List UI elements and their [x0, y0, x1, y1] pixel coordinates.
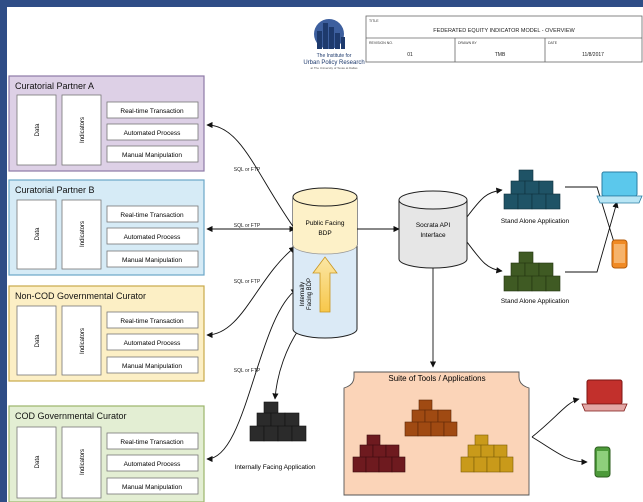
connector-label: SQL or FTP	[234, 167, 261, 173]
curator-partner-b: Curatorial Partner B Data Indicators Rea…	[8, 179, 205, 276]
logo-line2: Urban Policy Research	[303, 60, 364, 66]
title-block: TITLE FEDERATED EQUITY INDICATOR MODEL -…	[365, 15, 643, 63]
data-label: Data	[35, 334, 41, 347]
connector-partner-a	[206, 121, 298, 233]
drawn-value: TMB	[495, 52, 506, 58]
connector-socrata-stand1	[466, 187, 503, 218]
process-automated: Automated Process	[124, 234, 181, 241]
connector-suite-phone	[531, 436, 588, 466]
public-db-line1: Public Facing	[305, 220, 344, 227]
indicators-label: Indicators	[80, 221, 86, 247]
drawn-label: DRAWN BY	[458, 41, 477, 45]
up-arrow-icon	[312, 256, 338, 313]
internal-db-line2: Facing BDP	[307, 278, 313, 310]
suite-server-maroon-icon	[352, 434, 406, 473]
connector-socrata-stand2	[466, 241, 503, 274]
indicators-label: Indicators	[80, 449, 86, 475]
connector-cod	[206, 288, 298, 463]
date-label: DATE	[548, 41, 558, 45]
title-label: TITLE	[369, 19, 379, 23]
curator-title: Curatorial Partner A	[15, 81, 94, 91]
suite-server-orange-icon	[404, 399, 458, 437]
process-manual: Manual Manipulation	[122, 484, 182, 491]
internal-app-label: Internally Facing Application	[235, 464, 316, 471]
data-label: Data	[35, 227, 41, 240]
phone-orange-icon	[611, 239, 628, 269]
laptop-red-icon	[581, 379, 628, 412]
process-realtime: Real-time Transaction	[120, 212, 184, 219]
process-automated: Automated Process	[124, 340, 181, 347]
data-label: Data	[35, 455, 41, 468]
internal-db-line1: Internally	[300, 282, 306, 306]
curator-title: Curatorial Partner B	[15, 185, 95, 195]
revision-label: REVISION NO.	[369, 41, 393, 45]
process-realtime: Real-time Transaction	[120, 439, 184, 446]
connectors	[206, 121, 619, 466]
public-db-line2: BDP	[318, 230, 331, 237]
process-manual: Manual Manipulation	[122, 257, 182, 264]
stand-alone-server-green-icon	[503, 251, 561, 292]
process-automated: Automated Process	[124, 130, 181, 137]
process-realtime: Real-time Transaction	[120, 108, 184, 115]
stand-alone-server-teal-icon	[503, 169, 561, 210]
laptop-blue-icon	[596, 171, 643, 204]
suite-label: Suite of Tools / Applications	[388, 374, 485, 383]
curator-title: COD Governmental Curator	[15, 411, 127, 421]
suite-of-tools: Suite of Tools / Applications	[343, 371, 530, 496]
connector-label: SQL or FTP	[234, 368, 261, 374]
connector-label: SQL or FTP	[234, 279, 261, 285]
socrata-line1: Socrata API	[416, 222, 451, 229]
revision-value: 01	[407, 52, 413, 58]
process-realtime: Real-time Transaction	[120, 318, 184, 325]
connector-non-cod	[206, 246, 296, 339]
date-value: 11/8/2017	[582, 52, 604, 58]
suite-server-gold-icon	[460, 434, 514, 473]
title-value: FEDERATED EQUITY INDICATOR MODEL - OVERV…	[433, 28, 575, 34]
stand-alone-label-1: Stand Alone Application	[501, 218, 570, 225]
connector-suite-laptop	[531, 397, 580, 438]
connector-internal-app	[272, 328, 300, 400]
socrata-line2: Interface	[420, 232, 446, 239]
process-automated: Automated Process	[124, 461, 181, 468]
diagram-canvas: The Institute for Urban Policy Research …	[7, 7, 643, 502]
indicators-label: Indicators	[80, 328, 86, 354]
diagram-svg: The Institute for Urban Policy Research …	[8, 15, 643, 502]
process-manual: Manual Manipulation	[122, 152, 182, 159]
indicators-label: Indicators	[80, 117, 86, 143]
connector-stand2-cross	[565, 201, 619, 273]
connector-labels: SQL or FTP SQL or FTP SQL or FTP SQL or …	[234, 167, 261, 374]
process-manual: Manual Manipulation	[122, 363, 182, 370]
curator-non-cod: Non-COD Governmental Curator Data Indica…	[8, 285, 205, 382]
institute-logo: The Institute for Urban Policy Research …	[303, 19, 365, 70]
stand-alone-label-2: Stand Alone Application	[501, 298, 570, 305]
socrata-database-icon	[398, 190, 468, 269]
connector-stand1-cross	[565, 186, 619, 253]
internal-server-icon	[249, 401, 307, 442]
logo-line1: The Institute for	[317, 53, 352, 59]
phone-green-icon	[594, 446, 611, 478]
data-label: Data	[35, 123, 41, 136]
skyline-logo-icon	[314, 19, 345, 49]
bdp-database-icon	[292, 187, 358, 339]
connector-label: SQL or FTP	[234, 223, 261, 229]
logo-line3: at The University of Texas at Dallas	[311, 66, 358, 70]
curator-title: Non-COD Governmental Curator	[15, 291, 146, 301]
curator-cod: COD Governmental Curator Data Indicators…	[8, 405, 205, 502]
curator-partner-a: Curatorial Partner A Data Indicators Rea…	[8, 75, 205, 172]
